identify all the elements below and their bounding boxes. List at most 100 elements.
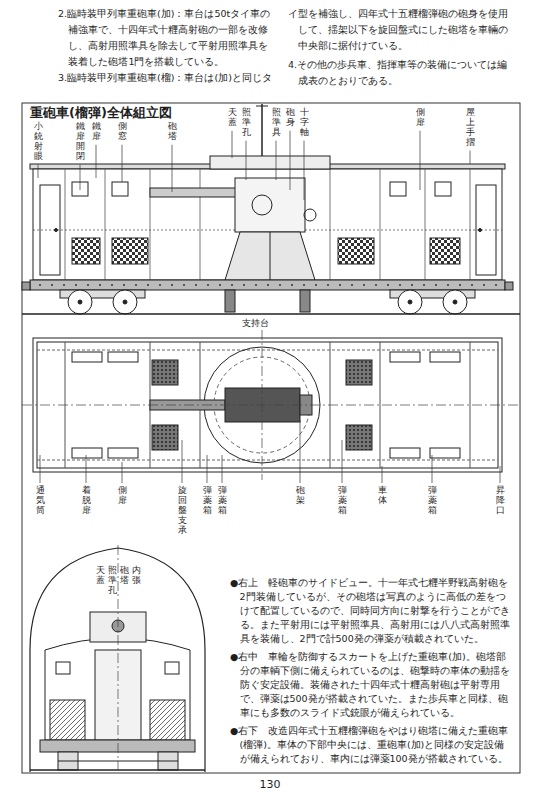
figure-frame <box>22 103 520 773</box>
turret <box>150 188 240 197</box>
rivet <box>363 284 365 286</box>
rivet <box>399 284 401 286</box>
side-windows <box>390 182 406 196</box>
part-label: 十字軸 <box>300 108 309 138</box>
turret <box>150 104 330 280</box>
part-label: 弾薬箱 <box>218 486 227 516</box>
leader-line <box>304 141 305 200</box>
panel-lines <box>150 169 151 280</box>
ammo-boxes <box>346 360 372 385</box>
rivet <box>435 284 437 286</box>
rivet <box>495 284 497 286</box>
turret <box>252 195 272 215</box>
turret <box>256 106 268 107</box>
underframe <box>300 290 310 312</box>
plan-view <box>37 460 498 461</box>
part-label: 照準孔 <box>108 566 117 596</box>
rivet <box>195 284 197 286</box>
part-label: 弾薬箱 <box>428 486 437 516</box>
ammo-boxes <box>152 360 178 385</box>
part-label: 砲塔 <box>120 566 129 586</box>
part-label: 照準具 <box>272 108 281 138</box>
rivet <box>447 284 449 286</box>
leader-line <box>276 141 277 180</box>
leader-line <box>300 420 301 483</box>
rivet <box>171 284 173 286</box>
section-view <box>40 740 195 752</box>
end-doors <box>479 229 482 232</box>
leader-line <box>232 131 233 158</box>
seats <box>72 352 102 362</box>
body-paragraph: 3.臨時装甲列車重砲車(榴)：車台は(加)と同じタ <box>58 70 276 86</box>
leader-line <box>207 455 208 483</box>
turret <box>210 156 330 169</box>
rivet <box>99 284 101 286</box>
ammo-boxes <box>346 425 372 450</box>
part-label: 支持台 <box>240 318 271 329</box>
rivet <box>75 284 77 286</box>
body-paragraph: 4.その他の歩兵車、指揮車等の装備については編成表のとおりである。 <box>288 57 512 89</box>
centre-lines <box>22 405 520 406</box>
part-label: 内張 <box>132 566 141 586</box>
turret <box>235 178 305 232</box>
leader-line <box>432 455 433 483</box>
underframe <box>78 300 82 304</box>
seats <box>430 352 460 362</box>
side-windows <box>435 182 451 196</box>
part-label: 弾薬箱 <box>203 486 212 516</box>
leader-line <box>182 440 183 483</box>
leader-line <box>172 145 173 192</box>
leader-line <box>342 440 343 483</box>
turret <box>270 232 271 280</box>
rivet <box>315 284 317 286</box>
seats <box>430 448 460 458</box>
gun-port-blocks <box>338 238 374 264</box>
section-view <box>56 662 70 674</box>
seats <box>108 448 138 458</box>
underframe <box>123 300 127 304</box>
part-label: 砲塔 <box>168 122 177 142</box>
panel-lines <box>425 169 426 280</box>
rivet <box>147 284 149 286</box>
ammo-boxes <box>152 425 178 450</box>
underframe <box>453 300 457 304</box>
end-doors <box>40 185 60 275</box>
gun-port-blocks <box>72 238 100 264</box>
seats <box>390 448 420 458</box>
part-label: 車体 <box>378 486 387 506</box>
section-view <box>150 700 185 740</box>
rivet <box>51 284 53 286</box>
part-label: 旋回盤支承 <box>178 486 187 535</box>
panel-lines <box>65 169 66 280</box>
part-label: 砲身 <box>286 108 295 128</box>
part-label: 天蓋 <box>96 566 105 586</box>
turret <box>225 232 315 280</box>
rivet <box>111 284 113 286</box>
seats <box>390 352 420 362</box>
leader-line <box>96 145 97 178</box>
rivet <box>123 284 125 286</box>
underframe <box>68 290 92 314</box>
rivet <box>387 284 389 286</box>
leader-line <box>222 455 223 483</box>
part-label: 側窓 <box>118 122 127 142</box>
underframe <box>22 313 520 314</box>
end-doors <box>476 185 496 275</box>
photo-caption: ●右上 軽砲車のサイドビュー。十一年式七糎半野戦高射砲を2門装備しているが、その… <box>230 576 514 646</box>
section-view <box>118 545 119 772</box>
underframe <box>22 280 520 314</box>
turret <box>261 104 263 156</box>
rivet <box>219 284 221 286</box>
rivet <box>39 284 41 286</box>
rivet <box>207 284 209 286</box>
rivet <box>483 284 485 286</box>
underframe <box>443 290 467 314</box>
photo-caption: ●右中 車輪を防御するスカートを上げた重砲車(加)。砲塔部分の車輌下側に備えられ… <box>230 650 514 720</box>
rivet <box>303 284 305 286</box>
figure-frame <box>22 103 520 773</box>
part-label: 鐵扉 <box>92 122 101 142</box>
panel-lines <box>200 169 201 280</box>
rivet <box>375 284 377 286</box>
underframe <box>408 300 412 304</box>
